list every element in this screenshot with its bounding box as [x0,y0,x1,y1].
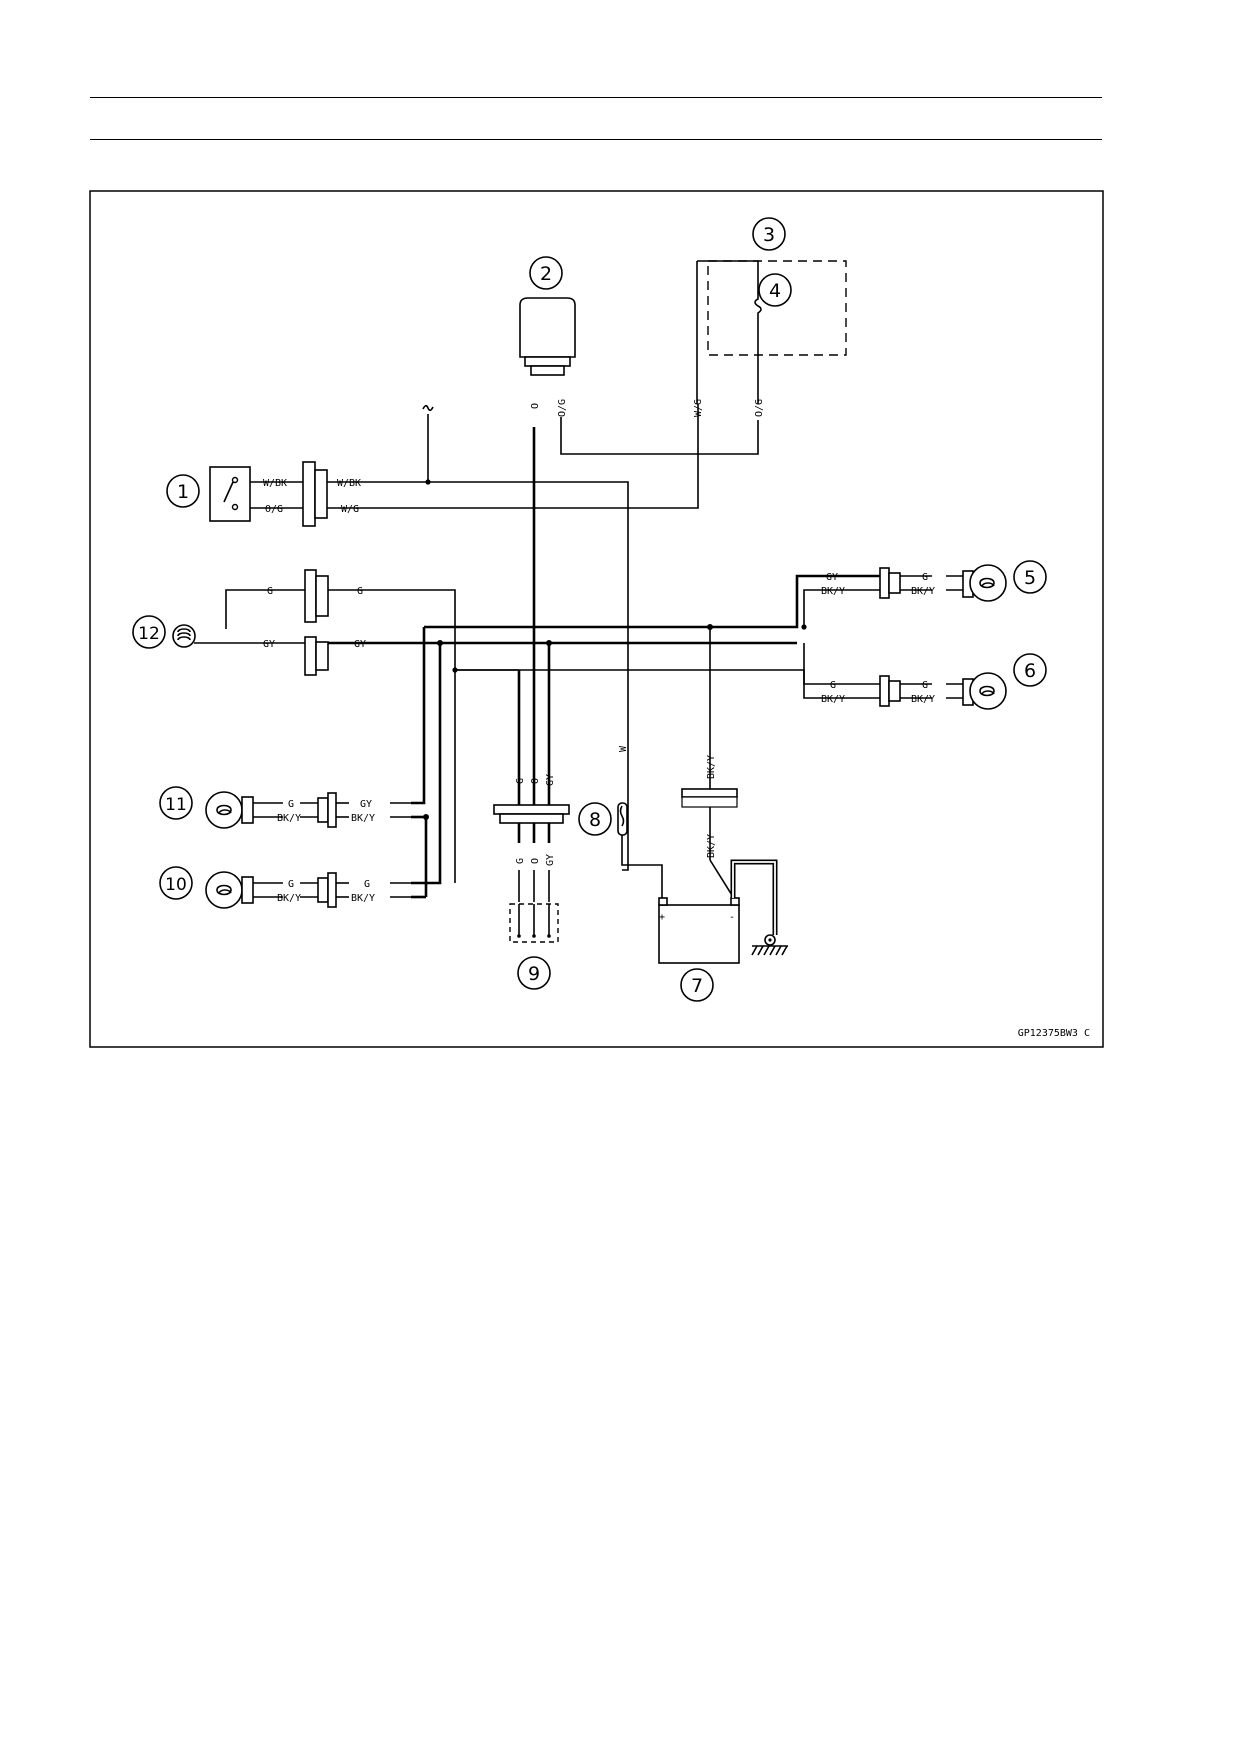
label-g-10b: G [364,879,370,890]
label-gy-11b: GY [360,799,372,810]
label-og-3: O/G [754,399,765,417]
callout-11-text: 11 [165,795,187,815]
label-bky-11b: BK/Y [351,813,375,824]
fuse-4-symbol [696,260,762,404]
label-g-12b: G [357,586,363,597]
callout-10-text: 10 [165,875,187,895]
callout-7-text: 7 [691,975,703,997]
callout-9: 9 [517,956,551,990]
figure-code: GP12375BW3 C [1018,1028,1090,1039]
lamp-5-6-stubs [946,575,963,699]
wire-g-12 [194,589,880,883]
callout-1-text: 1 [177,481,189,503]
connector-12-g [304,569,329,623]
label-bky-10b: BK/Y [351,893,375,904]
label-gy-8a: GY [545,774,556,786]
callout-2-text: 2 [540,263,552,285]
component-5-lamp [879,564,1007,602]
label-wbk-1: W/BK [263,478,287,489]
component-12-indicator [172,624,196,648]
label-g-6b: G [922,680,928,691]
label-g-8a: G [515,778,526,784]
wire-og [250,404,699,509]
label-gy-5a: GY [826,572,838,583]
label-bky-5a: BK/Y [821,586,845,597]
label-o-2: O [530,403,541,409]
label-g-10a: G [288,879,294,890]
connector-12-gy [304,636,329,676]
callout-5: 5 [1013,560,1047,594]
label-bky-11a: BK/Y [277,813,301,824]
label-bky-6a: BK/Y [821,694,845,705]
callout-1: 1 [166,474,200,508]
label-wg-1: W/G [341,504,359,515]
label-g-8b: G [515,858,526,864]
callout-8: 8 [578,802,612,836]
battery-minus: - [729,912,735,923]
component-7-battery [658,859,788,964]
component-2-body [519,297,576,376]
callout-11: 11 [159,786,193,820]
label-wg-3: W/G [693,399,704,417]
callout-4: 4 [758,273,792,307]
callout-3-text: 3 [763,224,775,246]
label-w-fuse: W [618,745,629,752]
callout-9-text: 9 [528,963,540,985]
label-bky-bottom: BK/Y [706,834,717,858]
header-rule-bottom [90,139,1102,140]
label-g-11a: G [288,799,294,810]
callout-5-text: 5 [1024,567,1036,589]
label-og-2: O/G [557,399,568,417]
header-rule-top [90,97,1102,98]
callout-10: 10 [159,866,193,900]
component-9-box [509,903,559,943]
component-10-lamp [205,871,349,909]
label-bky-6b: BK/Y [911,694,935,705]
wire-og-2 [560,417,759,455]
label-bky-5b: BK/Y [911,586,935,597]
component-11-lamp [205,791,349,829]
component-3-box [707,260,847,356]
label-og-1: O/G [265,504,283,515]
label-gy-12b: GY [354,639,366,650]
callout-8-text: 8 [589,809,601,831]
diagram-frame [89,190,1104,1048]
wire-wbk [250,404,629,871]
label-o-8a: O [530,778,541,784]
main-fuse-symbol [617,802,663,900]
callout-12-text: 12 [138,624,160,644]
wire-harness [328,427,880,899]
callout-12: 12 [132,615,166,649]
component-8-connector [493,760,570,902]
component-6-lamp [879,672,1007,710]
callout-7: 7 [680,968,714,1002]
label-bky-top: BK/Y [706,755,717,779]
label-wbk-2: W/BK [337,478,361,489]
callout-6: 6 [1013,653,1047,687]
label-g-12a: G [267,586,273,597]
label-gy-12a: GY [263,639,275,650]
battery-plus: + [659,912,665,923]
callout-4-text: 4 [769,280,781,302]
label-o-8b: O [530,858,541,864]
wire-bky [709,589,880,860]
callout-3: 3 [752,217,786,251]
lamp-10-11-stubs [390,802,411,898]
component-1-switch [209,466,251,522]
label-g-6a: G [830,680,836,691]
callout-6-text: 6 [1024,660,1036,682]
label-bky-10a: BK/Y [277,893,301,904]
label-g-5b: G [922,572,928,583]
label-gy-8b: GY [545,854,556,866]
connector-1 [302,461,328,527]
callout-2: 2 [529,256,563,290]
